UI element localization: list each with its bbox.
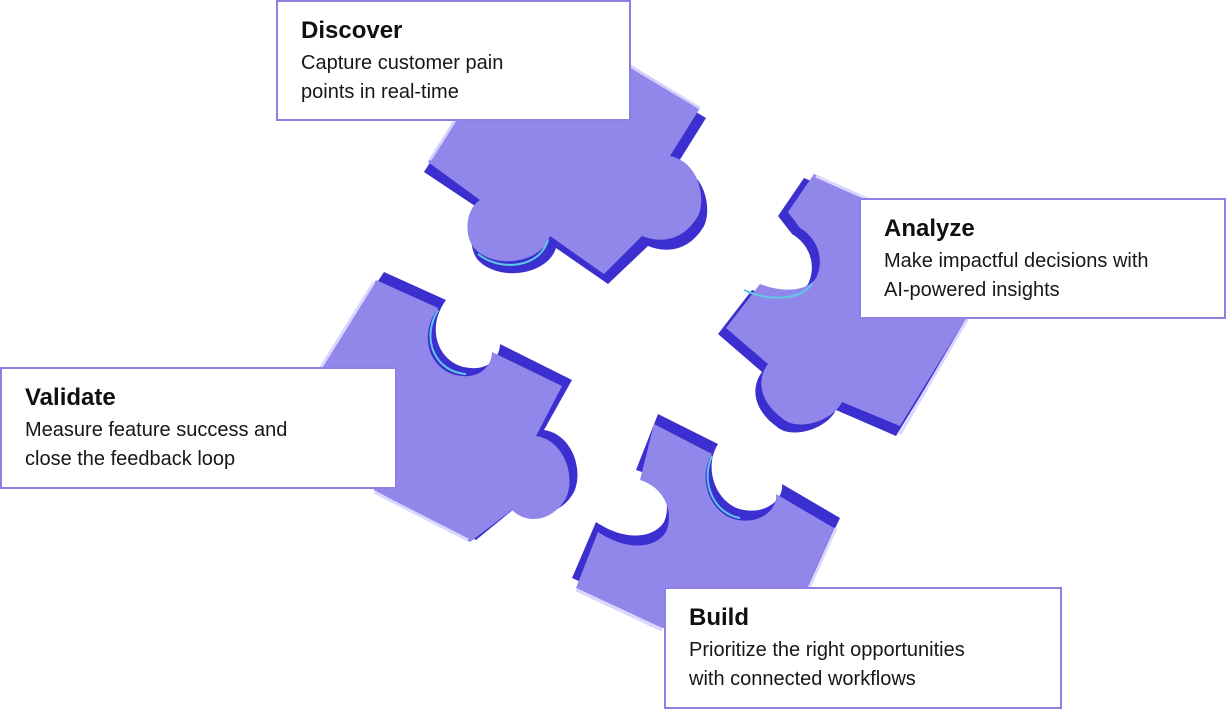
discover-piece-accent [477,239,549,266]
validate-description: Measure feature success and close the fe… [25,419,288,470]
discover-title: Discover [301,17,403,44]
analyze-piece-sheen [815,174,970,435]
build-piece-face [576,424,834,628]
build-description: Prioritize the right opportunities with … [689,639,965,690]
validate-title: Validate [25,384,116,411]
analyze-title: Analyze [884,215,975,242]
validate-piece-sheen [316,281,469,542]
build-piece-accent [706,455,741,519]
discover-card: Discover Capture customer pain points in… [276,0,631,121]
analyze-description: Make impactful decisions with AI-powered… [884,250,1149,301]
validate-card: Validate Measure feature success and clo… [0,367,397,489]
validate-piece-accent [429,309,467,375]
discover-description: Capture customer pain points in real-tim… [301,52,504,103]
build-card: Build Prioritize the right opportunities… [664,587,1062,709]
analyze-piece-accent [743,283,813,299]
analyze-card: Analyze Make impactful decisions with AI… [859,198,1226,319]
build-title: Build [689,604,749,631]
